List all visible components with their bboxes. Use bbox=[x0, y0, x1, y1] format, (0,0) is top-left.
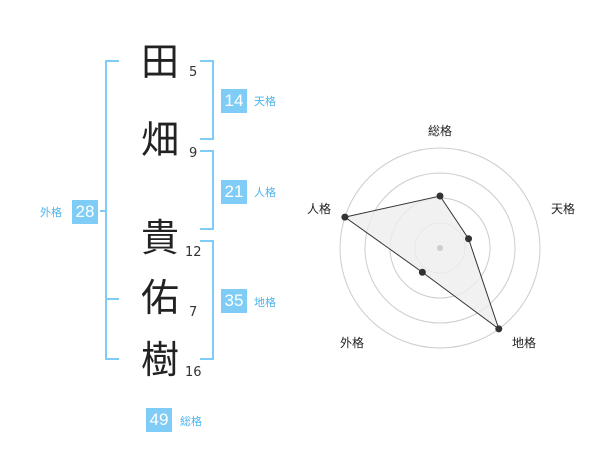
radar-point-2 bbox=[495, 325, 503, 333]
gaikaku-bracket-tick bbox=[105, 298, 119, 300]
chikaku-label: 地格 bbox=[254, 296, 276, 309]
radar-label-tenkaku: 天格 bbox=[550, 202, 576, 216]
stroke-count-2: 9 bbox=[189, 146, 198, 161]
chikaku-badge: 35 bbox=[221, 289, 247, 313]
name-char-4: 佑 bbox=[141, 276, 180, 320]
radar-point-3 bbox=[418, 268, 426, 276]
radar-label-jinkaku: 人格 bbox=[306, 202, 332, 216]
stroke-count-5: 16 bbox=[185, 365, 202, 380]
name-char-1: 田 bbox=[141, 40, 180, 84]
radar-point-4 bbox=[341, 213, 349, 221]
radar-point-1 bbox=[465, 235, 473, 243]
tenkaku-badge: 14 bbox=[221, 89, 247, 113]
radar-label-chikaku: 地格 bbox=[511, 336, 537, 350]
soukaku-badge: 49 bbox=[146, 408, 172, 432]
stroke-count-1: 5 bbox=[189, 65, 198, 80]
tenkaku-label: 天格 bbox=[254, 95, 276, 108]
radar-center-dot bbox=[437, 245, 443, 251]
radar-label-gaikaku: 外格 bbox=[339, 336, 365, 350]
name-char-3: 貴 bbox=[141, 216, 180, 260]
name-char-5: 樹 bbox=[141, 338, 180, 382]
gaikaku-bracket bbox=[105, 60, 119, 360]
jinkaku-label: 人格 bbox=[254, 186, 276, 199]
radar-ring-4 bbox=[339, 147, 541, 349]
soukaku-label: 総格 bbox=[180, 415, 202, 428]
gaikaku-badge: 28 bbox=[72, 200, 98, 224]
name-char-2: 畑 bbox=[141, 118, 180, 162]
stroke-count-3: 12 bbox=[185, 245, 202, 260]
gaikaku-label: 外格 bbox=[40, 206, 62, 219]
jinkaku-bracket bbox=[200, 150, 214, 230]
chikaku-bracket bbox=[200, 240, 214, 360]
radar-point-0 bbox=[436, 192, 444, 200]
radar-polygon bbox=[343, 195, 500, 331]
radar-label-soukaku: 総格 bbox=[427, 124, 453, 138]
tenkaku-bracket bbox=[200, 60, 214, 140]
gaikaku-connector bbox=[100, 210, 106, 212]
jinkaku-badge: 21 bbox=[221, 180, 247, 204]
radar-ring-3 bbox=[364, 172, 516, 324]
stroke-count-4: 7 bbox=[189, 305, 198, 320]
